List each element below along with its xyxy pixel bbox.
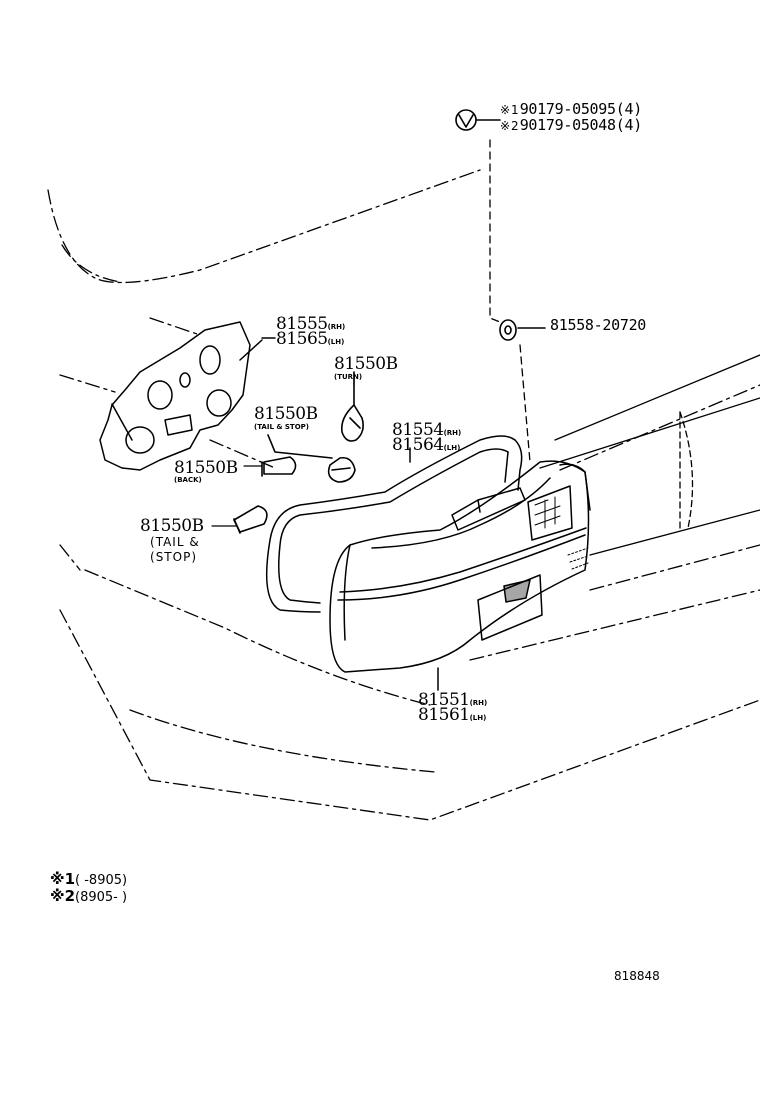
side-rh: (RH) [327, 323, 346, 331]
part-label-81554: 81554(RH) [392, 422, 461, 439]
washer-icon [499, 319, 546, 341]
screw-axis-line [489, 139, 501, 323]
lamp-gasket [265, 435, 523, 613]
part-label-90179-05095: ※190179-05095(4) [500, 102, 642, 117]
side-rh: (RH) [443, 429, 462, 437]
part-number: 81554 [392, 420, 444, 440]
part-label-81565: 81565(LH) [276, 331, 344, 348]
bulb-caption-tail-stop: (TAIL & STOP) [254, 423, 309, 431]
bulb-caption-line1: TAIL & [155, 535, 200, 549]
part-label-81551: 81551(RH) [418, 692, 487, 709]
side-lh: (LH) [469, 714, 487, 722]
part-number: 81564 [392, 435, 444, 455]
body-panel-outline [47, 169, 760, 821]
bulb-turn-icon [340, 371, 364, 442]
bulb-caption-line2: STOP [155, 550, 192, 564]
part-label-81550b-turn: 81550B [334, 354, 398, 374]
socket-plate [99, 321, 276, 471]
bulb-caption-tail-stop-2b: (STOP) [150, 550, 198, 564]
note-mark: ※1 [50, 870, 76, 888]
side-lh: (LH) [443, 444, 461, 452]
bulb-caption-back: (BACK) [174, 476, 202, 484]
part-number: 90179-05048(4) [519, 116, 643, 134]
part-label-90179-05048: ※290179-05048(4) [500, 118, 642, 133]
bulb-caption-turn: (TURN) [334, 373, 363, 381]
diagram-reference-number: 818848 [614, 969, 660, 983]
part-number: 81551 [418, 690, 470, 710]
note-mark: ※2 [50, 887, 76, 905]
body-right-lines [539, 354, 760, 591]
note-range: (8905- ) [75, 890, 128, 905]
note-2: ※2(8905- ) [50, 887, 128, 905]
part-number: 81565 [276, 329, 328, 349]
note-mark-1: ※1 [500, 103, 520, 117]
screw-icon [455, 109, 501, 131]
note-range: ( -8905) [75, 873, 128, 888]
bulb-caption-tail-stop-2: (TAIL & [150, 535, 200, 549]
part-number: 90179-05095(4) [519, 100, 643, 118]
bulb-tail-stop-icon [267, 434, 356, 483]
part-label-81550b-back: 81550B [174, 458, 238, 478]
note-mark-2: ※2 [500, 119, 520, 133]
side-lh: (LH) [327, 338, 345, 346]
tail-lamp-assembly [329, 460, 591, 691]
part-label-81550b-tail-stop-2: 81550B [140, 516, 204, 536]
part-label-81558-20720: 81558-20720 [550, 316, 647, 334]
part-label-81561: 81561(LH) [418, 707, 486, 724]
part-label-81550b-tail-stop: 81550B [254, 404, 318, 424]
side-rh: (RH) [469, 699, 488, 707]
part-number: 81561 [418, 705, 470, 725]
leader-lines [211, 371, 355, 527]
washer-axis-line [519, 344, 531, 463]
bulb-back-icon [261, 456, 297, 477]
part-label-81564: 81564(LH) [392, 437, 460, 454]
part-label-81555: 81555(RH) [276, 316, 345, 333]
note-1: ※1( -8905) [50, 870, 128, 888]
part-number: 81555 [276, 314, 328, 334]
bulb-tail-stop-2-icon [233, 505, 268, 534]
